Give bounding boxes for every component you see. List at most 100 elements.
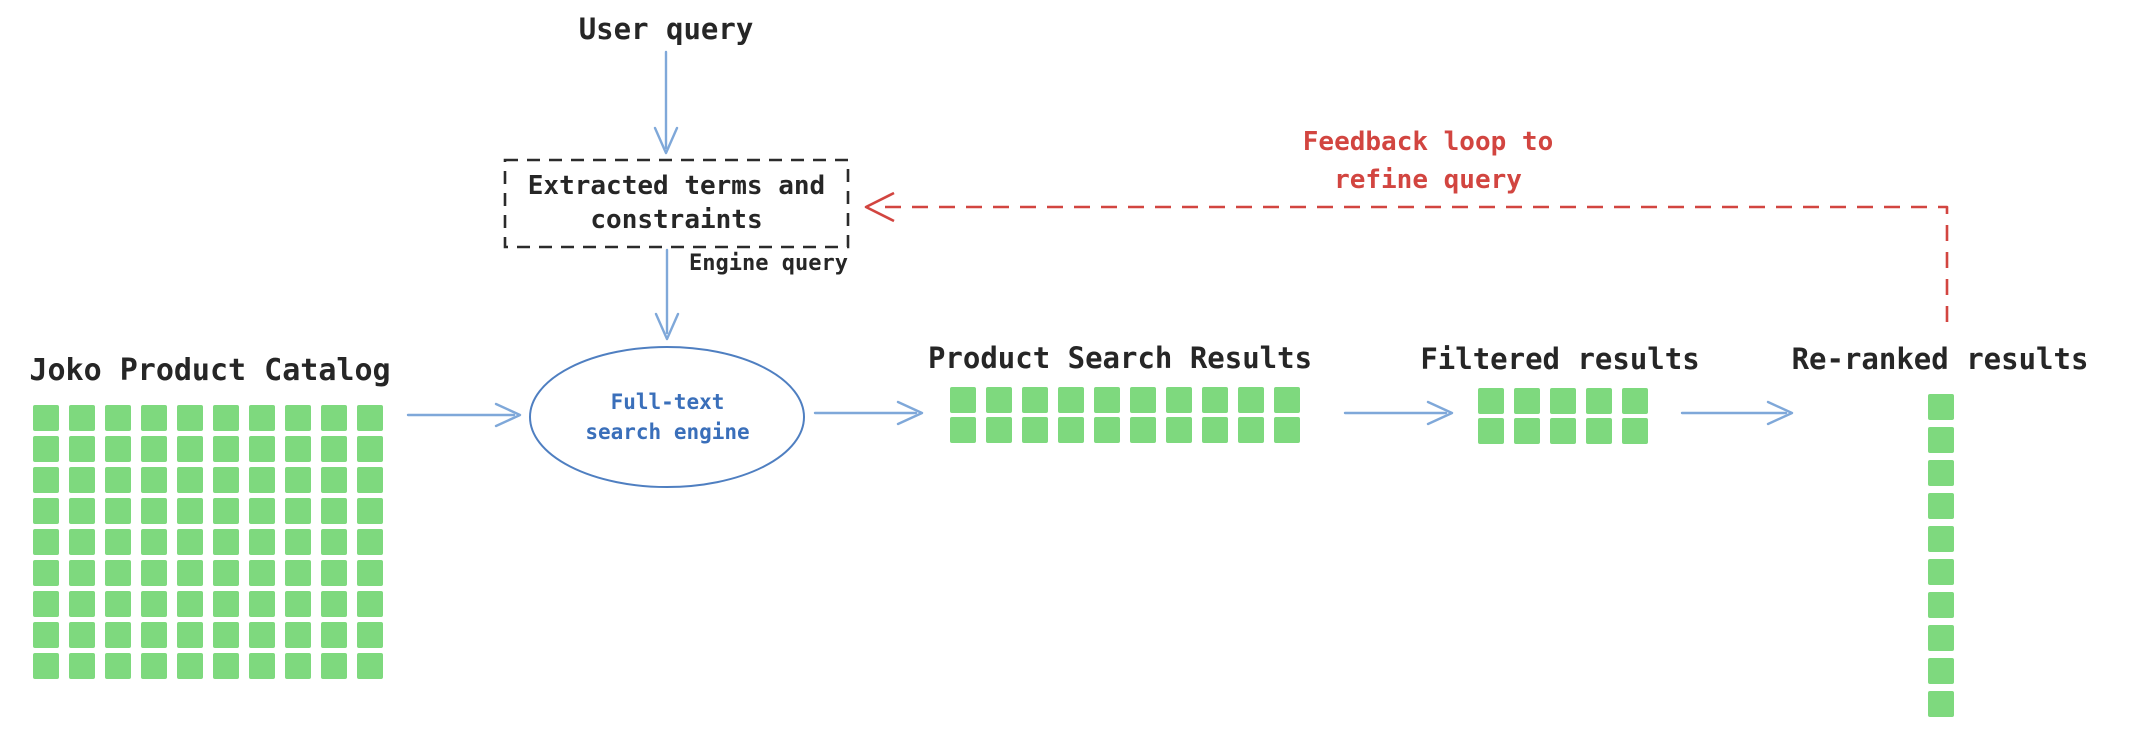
item-square [33,467,59,493]
item-square [141,467,167,493]
arrow-box-to-engine [654,248,680,341]
item-square [249,529,275,555]
item-square [249,467,275,493]
item-square [249,622,275,648]
search-engine-node: Full-text search engine [530,347,805,487]
item-square [177,498,203,524]
item-square [321,405,347,431]
item-square [1550,418,1576,444]
item-square [357,529,383,555]
item-square [1928,559,1954,585]
item-square [1928,427,1954,453]
item-square [1928,658,1954,684]
item-square [213,653,239,679]
item-square [69,529,95,555]
item-square [1928,493,1954,519]
item-square [177,653,203,679]
reranked-results-grid [1928,394,1954,717]
product-search-results-grid [950,387,1300,443]
search-engine-line1: Full-text [610,389,725,414]
item-square [69,560,95,586]
item-square [177,560,203,586]
item-square [1928,460,1954,486]
item-square [177,529,203,555]
extracted-terms-box: Extracted terms and constraints [505,160,848,247]
item-square [105,591,131,617]
item-square [33,498,59,524]
item-square [1928,691,1954,717]
item-square [249,436,275,462]
arrow-product-to-filtered [1343,400,1454,426]
filtered-results-grid [1478,388,1648,444]
item-square [141,405,167,431]
item-square [141,436,167,462]
item-square [33,529,59,555]
feedback-loop-label: Feedback loop to refine query [1303,124,1553,199]
item-square [1622,388,1648,414]
item-square [1094,387,1120,413]
item-square [1238,417,1264,443]
item-square [1058,417,1084,443]
item-square [1202,417,1228,443]
item-square [33,436,59,462]
item-square [357,405,383,431]
item-square [321,591,347,617]
item-square [213,436,239,462]
item-square [1622,418,1648,444]
item-square [177,436,203,462]
item-square [141,622,167,648]
item-square [1274,417,1300,443]
catalog-grid [33,405,383,679]
item-square [105,405,131,431]
item-square [105,622,131,648]
item-square [33,560,59,586]
item-square [950,417,976,443]
item-square [69,405,95,431]
item-square [177,622,203,648]
item-square [69,498,95,524]
item-square [1058,387,1084,413]
item-square [321,622,347,648]
item-square [105,436,131,462]
item-square [357,436,383,462]
item-square [249,653,275,679]
item-square [33,622,59,648]
item-square [213,591,239,617]
extracted-terms-box-outline [503,158,850,249]
item-square [249,498,275,524]
item-square [1130,417,1156,443]
item-square [1514,418,1540,444]
item-square [357,622,383,648]
item-square [1022,417,1048,443]
item-square [986,417,1012,443]
item-square [285,498,311,524]
item-square [357,653,383,679]
item-square [105,560,131,586]
product-search-results-title: Product Search Results [927,341,1313,375]
item-square [141,529,167,555]
feedback-loop-arrow [864,191,1949,322]
item-square [321,529,347,555]
item-square [321,467,347,493]
extracted-terms-line1: Extracted terms and [527,170,826,201]
filtered-results-title: Filtered results [1420,342,1700,376]
item-square [321,560,347,586]
item-square [986,387,1012,413]
item-square [321,653,347,679]
item-square [1166,387,1192,413]
catalog-title: Joko Product Catalog [29,353,391,388]
item-square [105,498,131,524]
item-square [249,591,275,617]
item-square [1586,418,1612,444]
item-square [213,405,239,431]
item-square [33,653,59,679]
item-square [357,591,383,617]
item-square [357,560,383,586]
item-square [285,591,311,617]
feedback-loop-line2: refine query [1334,164,1522,195]
item-square [1094,417,1120,443]
item-square [285,653,311,679]
item-square [357,467,383,493]
item-square [33,405,59,431]
